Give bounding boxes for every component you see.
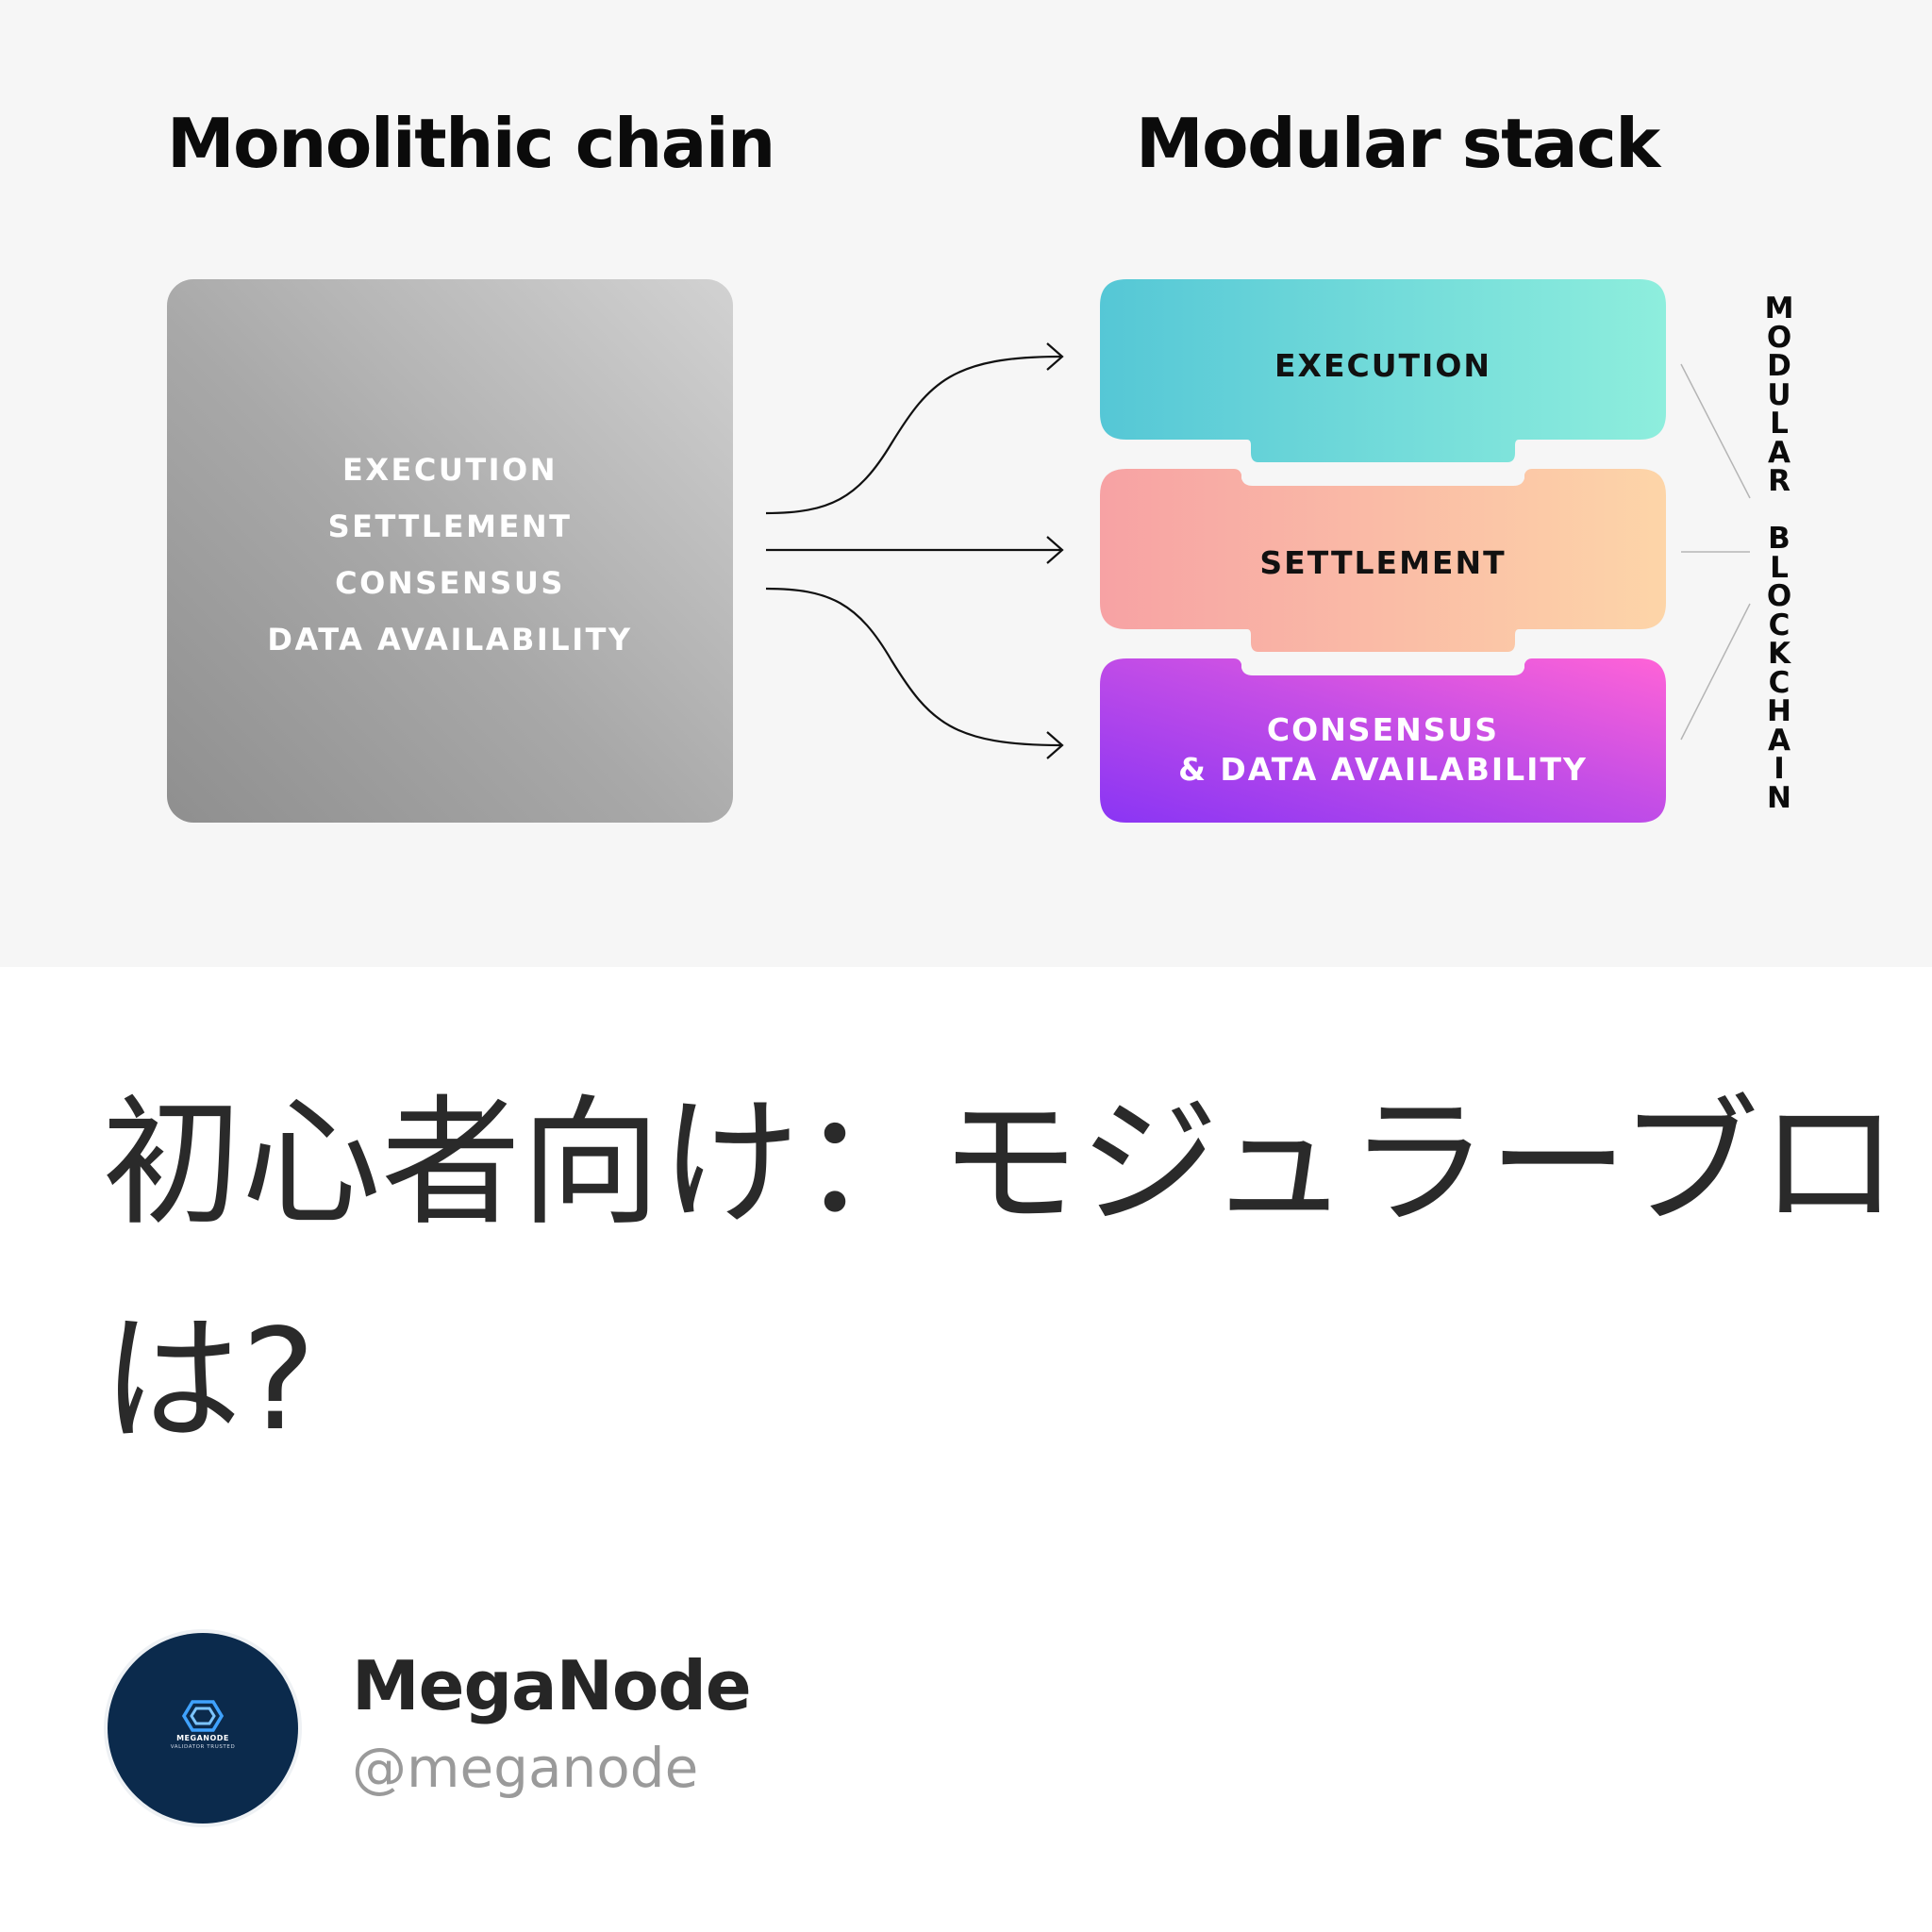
author-handle[interactable]: @meganode [352,1736,699,1800]
modular-heading: Modular stack [1136,104,1660,183]
meganode-logo-icon [182,1700,224,1732]
bracket-lines [1680,363,1751,741]
article-title: 初心者向け：モジュラーブロ は? [102,1055,1932,1451]
consensus-layer-label: CONSENSUS [1266,711,1500,748]
monolithic-chain-box: EXECUTION SETTLEMENT CONSENSUS DATA AVAI… [167,279,733,823]
monolithic-layer-list: EXECUTION SETTLEMENT CONSENSUS DATA AVAI… [167,441,733,668]
article-title-line-2: は? [102,1299,316,1451]
monolithic-layer-data-availability: DATA AVAILABILITY [267,622,633,658]
monolithic-heading: Monolithic chain [167,104,775,183]
author-name[interactable]: MegaNode [352,1646,752,1725]
bracket-line-top [1680,363,1751,499]
article-title-line-1: 初心者向け：モジュラーブロ [102,1082,1899,1244]
monolithic-layer-execution: EXECUTION [341,452,558,488]
consensus-da-layer [1100,658,1666,823]
arrow-to-consensus [765,587,1062,747]
arrow-head-settlement [1046,536,1064,564]
execution-layer [1100,279,1666,462]
data-availability-layer-label: & DATA AVAILABILITY [1178,751,1588,788]
settlement-layer [1100,469,1666,652]
execution-layer-label: EXECUTION [1274,347,1491,384]
avatar-tagline-text: VALIDATOR TRUSTED [170,1744,236,1750]
arrow-to-execution [765,355,1062,515]
arrow-head-execution [1046,342,1064,371]
monolithic-layer-consensus: CONSENSUS [335,565,565,601]
settlement-layer-label: SETTLEMENT [1259,544,1507,581]
arrow-head-consensus [1046,731,1064,759]
cover-image: Monolithic chain Modular stack EXECUTION… [167,104,1794,823]
author-avatar[interactable]: MEGANODE VALIDATOR TRUSTED [108,1633,298,1824]
split-arrows [765,342,1064,759]
monolithic-layer-settlement: SETTLEMENT [327,508,573,544]
bracket-line-bottom [1680,603,1751,741]
avatar-brand-text: MEGANODE [176,1734,229,1742]
modular-blockchain-vertical-label: M O D U L A R B L O C K C H A I N [1764,291,1794,815]
